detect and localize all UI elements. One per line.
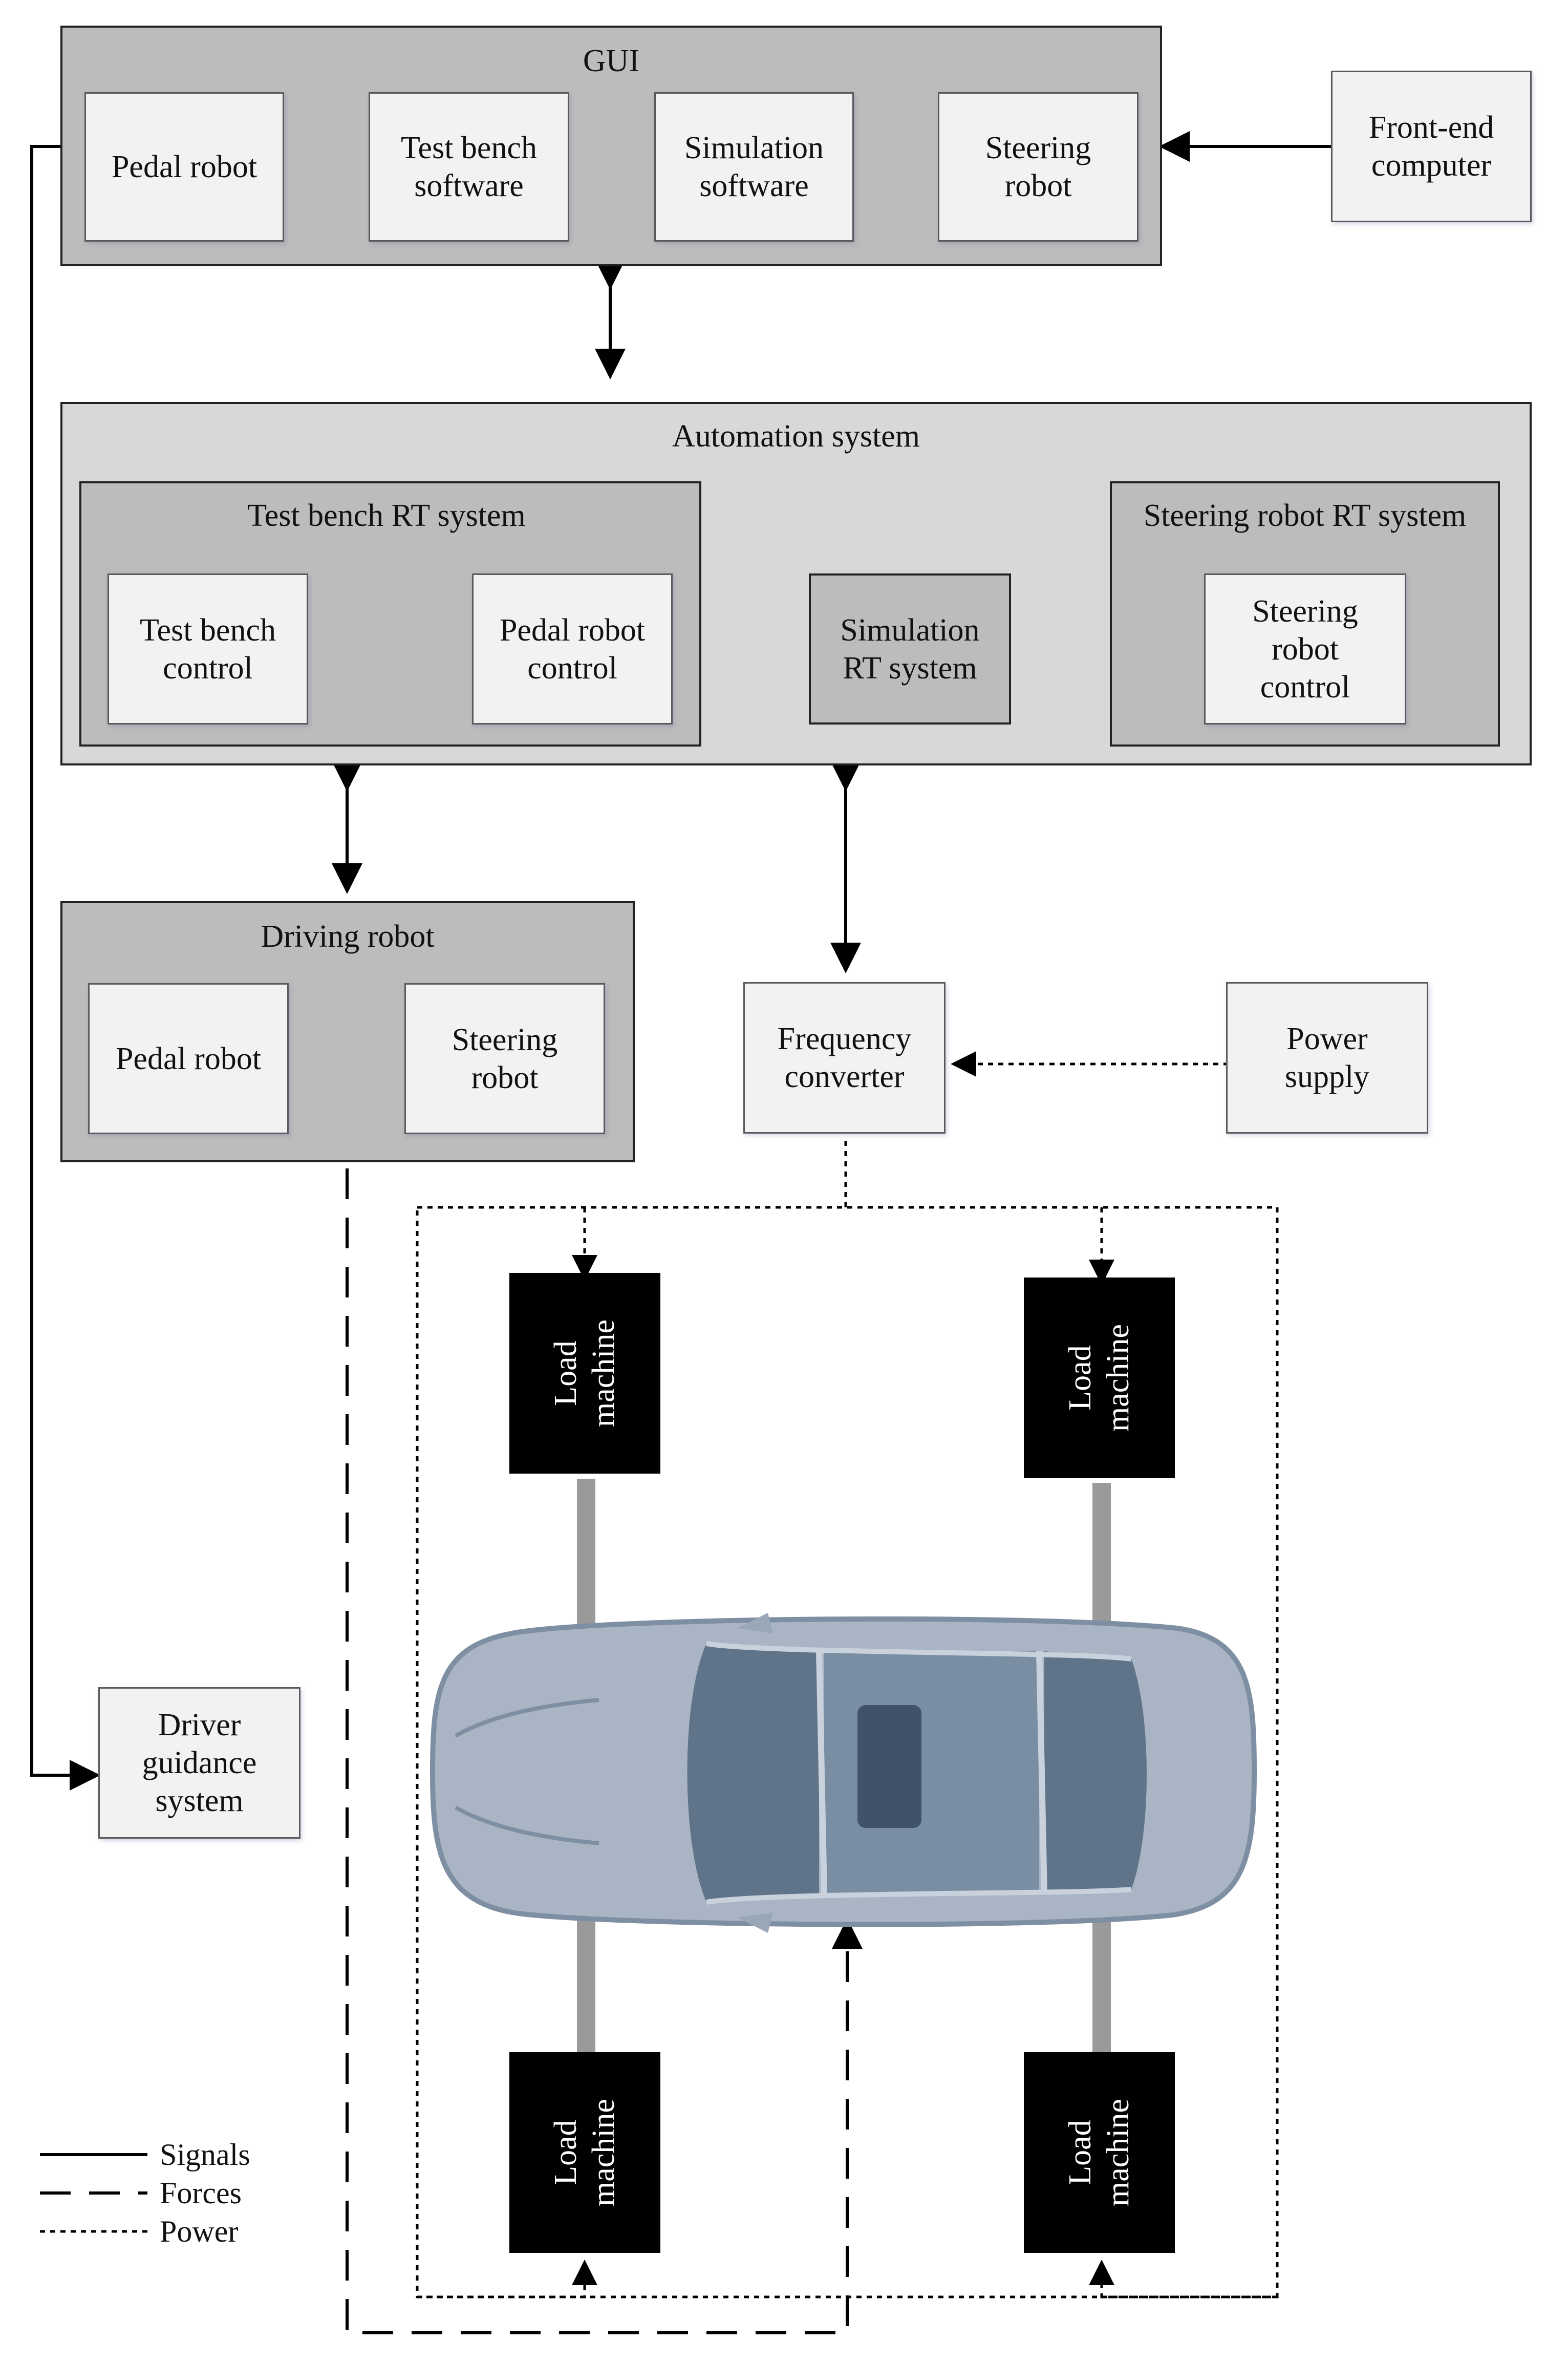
front-end-computer: Front-end computer xyxy=(1331,71,1532,222)
simulation-rt-system: Simulation RT system xyxy=(809,573,1011,725)
power-to-load-bl xyxy=(417,2260,597,2298)
legend-forces-label: Forces xyxy=(160,2176,242,2210)
steering-robot-rt-title: Steering robot RT system xyxy=(1143,498,1467,533)
load-machine-label: Load machine xyxy=(1063,1324,1136,1432)
frequency-converter: Frequency converter xyxy=(743,982,946,1134)
steering-robot-control: Steering robot control xyxy=(1204,573,1406,725)
power-to-load-br xyxy=(1089,2260,1277,2298)
driver-guidance-system: Driver guidance system xyxy=(98,1687,300,1839)
load-machine-rear-right: Load machine xyxy=(1024,2052,1175,2253)
legend-power-label: Power xyxy=(160,2215,239,2248)
driving-robot-title: Driving robot xyxy=(261,919,435,954)
load-machine-label: Load machine xyxy=(548,1319,621,1428)
power-supply: Power supply xyxy=(1226,982,1428,1134)
test-bench-control: Test bench control xyxy=(108,573,308,725)
pedal-robot-control: Pedal robot control xyxy=(472,573,673,725)
gui-item-steering-robot: Steering robot xyxy=(938,92,1139,242)
test-bench-rt-title: Test bench RT system xyxy=(247,498,526,533)
signal-gui-to-driver-guidance xyxy=(30,145,100,1791)
gui-item-pedal-robot: Pedal robot xyxy=(84,92,284,242)
load-machine-front-left: Load machine xyxy=(509,1273,660,1474)
gui-item-simulation-software: Simulation software xyxy=(654,92,854,242)
gui-item-test-bench-software: Test bench software xyxy=(369,92,569,242)
shaft-front-right xyxy=(1092,1483,1111,1631)
automation-title: Automation system xyxy=(672,419,920,454)
legend-signals-label: Signals xyxy=(160,2138,250,2172)
load-machine-label: Load machine xyxy=(548,2098,621,2207)
load-machine-label: Load machine xyxy=(1063,2098,1136,2207)
force-driving-robot-to-car xyxy=(346,1168,863,2334)
car-top-view xyxy=(429,1613,1257,1933)
shaft-rear-right xyxy=(1092,1915,1111,2057)
gui-title: GUI xyxy=(583,44,640,78)
shaft-front-left xyxy=(577,1479,595,1631)
load-machine-rear-left: Load machine xyxy=(509,2052,660,2253)
load-machine-front-right: Load machine xyxy=(1024,1278,1175,1478)
driving-robot-steering-robot: Steering robot xyxy=(404,983,605,1134)
shaft-rear-left xyxy=(577,1915,595,2057)
driving-robot-pedal-robot: Pedal robot xyxy=(88,983,289,1134)
